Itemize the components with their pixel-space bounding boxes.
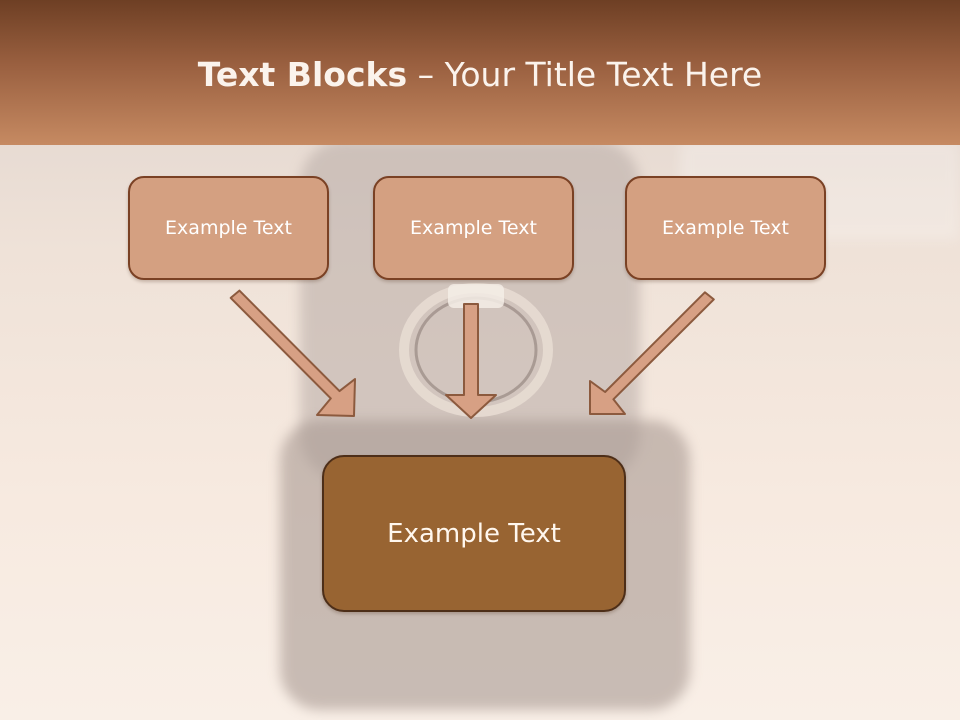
arrow-down [445, 303, 497, 419]
center-text-block[interactable]: Example Text [322, 455, 626, 612]
text-block-middle-label: Example Text [410, 217, 537, 239]
text-block-middle[interactable]: Example Text [373, 176, 574, 280]
center-text-block-label: Example Text [387, 518, 561, 549]
text-block-left[interactable]: Example Text [128, 176, 329, 280]
title-rest: Your Title Text Here [444, 55, 763, 94]
text-block-right-label: Example Text [662, 217, 789, 239]
header-bar [0, 0, 960, 145]
text-block-right[interactable]: Example Text [625, 176, 826, 280]
arrow-left [229, 289, 356, 417]
title-dash: – [407, 55, 445, 94]
title-bold: Text Blocks [197, 55, 408, 94]
slide-title: Text Blocks – Your Title Text Here [0, 55, 960, 94]
text-block-left-label: Example Text [165, 217, 292, 239]
arrow-right [589, 291, 715, 415]
